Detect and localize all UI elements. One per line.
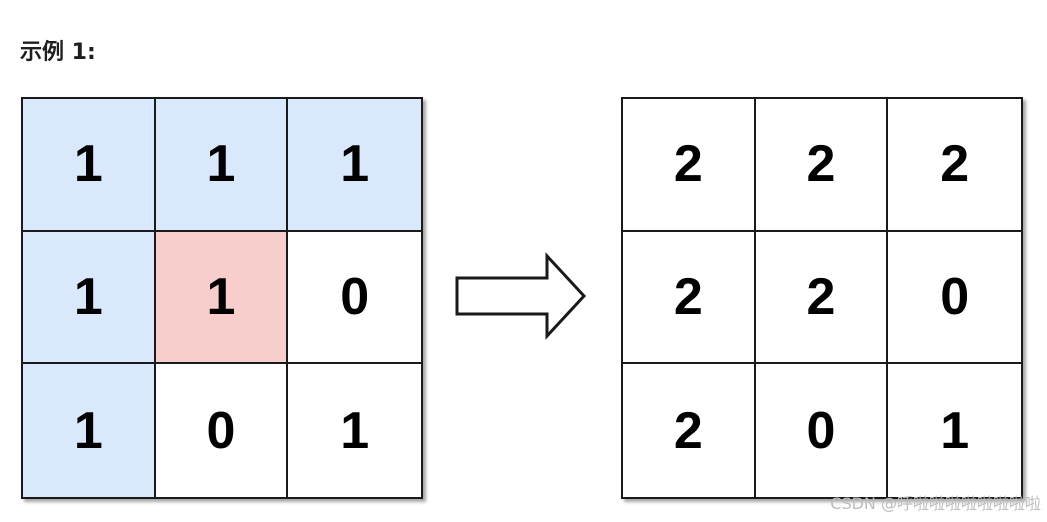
grid-cell: 0 [155,364,289,497]
grid-cell: 1 [23,231,156,365]
grid-cell: 0 [288,231,421,365]
grid-cell: 2 [623,364,756,497]
grid-cell: 2 [755,99,889,232]
grid-cell: 1 [155,231,289,365]
grid-cell: 1 [155,99,289,232]
grid-cell: 2 [623,231,756,365]
grid-cell: 1 [888,364,1021,497]
grid-cell: 0 [755,364,889,497]
grid-cell: 1 [23,364,156,497]
grid-cell: 0 [888,231,1021,365]
grid-cell: 2 [623,99,756,232]
grid-cell: 1 [23,99,156,232]
grid-cell: 2 [755,231,889,365]
right-arrow-icon [455,252,587,340]
grid-cell: 1 [288,99,421,232]
watermark: CSDN @呼啦啦啦啦啦啦啦啦 [830,494,1041,513]
grid-cell: 1 [288,364,421,497]
example-title: 示例 1: [20,40,96,65]
grid-cell: 2 [888,99,1021,232]
